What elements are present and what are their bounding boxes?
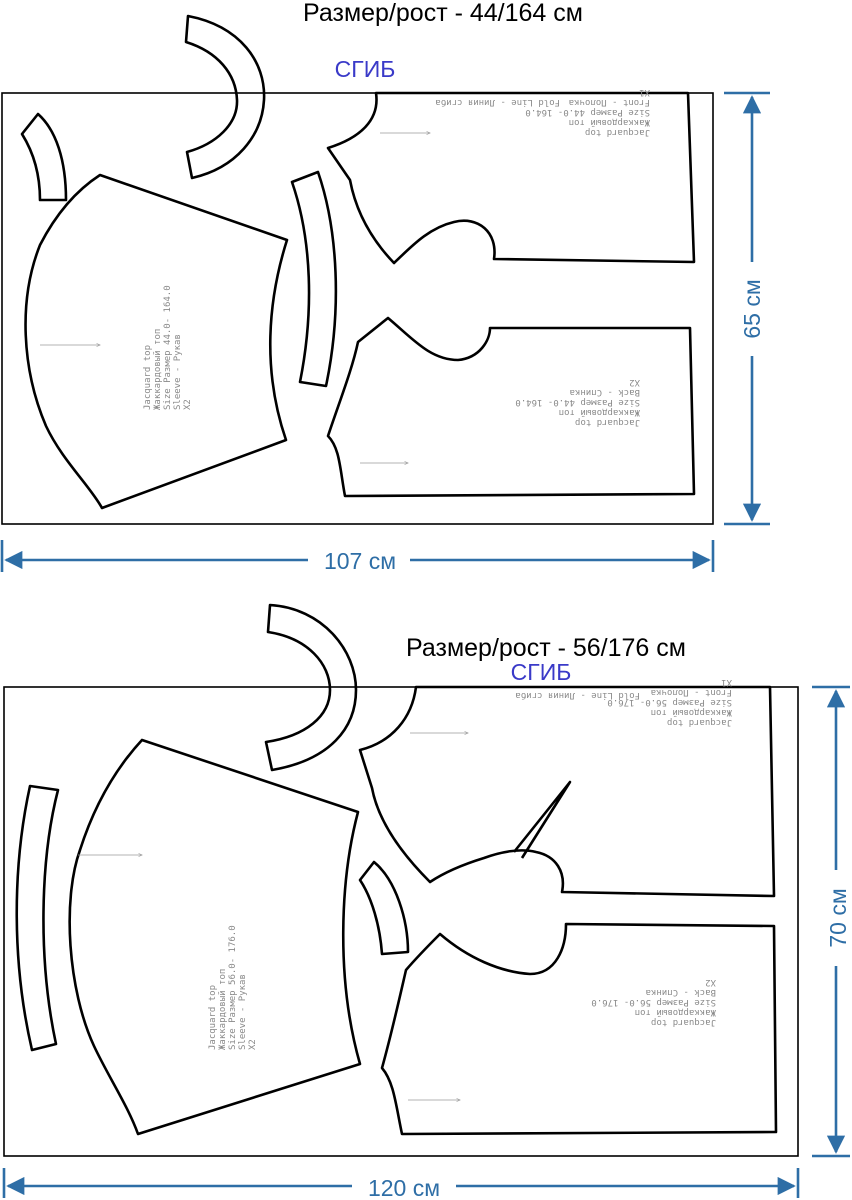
fold-line-text: Fold Line - Линия сгиба bbox=[435, 97, 560, 108]
fold-label: СГИБ bbox=[511, 659, 572, 685]
fabric-sheet bbox=[3, 686, 799, 1157]
svg-text:Jacquard top: Jacquard top bbox=[575, 417, 640, 427]
layout-size-56: Размер/рост - 56/176 см СГИБ Jacquard to… bbox=[2, 603, 851, 1200]
svg-text:Size Размер 44.0- 164.0: Size Размер 44.0- 164.0 bbox=[163, 285, 173, 410]
svg-text:Size Размер 56.0- 176.0: Size Размер 56.0- 176.0 bbox=[228, 925, 238, 1050]
layout-size-44: Размер/рост - 44/164 см СГИБ Jacquard to… bbox=[0, 0, 770, 574]
layout-title: Размер/рост - 56/176 см bbox=[406, 634, 686, 662]
waistband-piece bbox=[15, 784, 60, 1052]
sleeve-piece bbox=[24, 173, 289, 510]
back-label: Jacquard top Жаккардовый топ Size Размер… bbox=[515, 377, 640, 427]
svg-text:Жаккардовый топ: Жаккардовый топ bbox=[569, 117, 650, 127]
svg-text:Front - Полочка: Front - Полочка bbox=[569, 97, 650, 107]
fold-label: СГИБ bbox=[335, 56, 396, 82]
back-piece bbox=[380, 922, 778, 1136]
svg-text:Size Размер 44.0- 164.0: Size Размер 44.0- 164.0 bbox=[515, 397, 640, 407]
back-piece bbox=[326, 316, 696, 498]
svg-text:Jacquard top: Jacquard top bbox=[585, 127, 650, 137]
svg-text:Front - Полочка: Front - Полочка bbox=[651, 687, 732, 697]
svg-text:Size Размер 56.0- 176.0: Size Размер 56.0- 176.0 bbox=[591, 997, 716, 1007]
neck-binding-piece bbox=[264, 603, 358, 772]
sleeve-label: Jacquard top Жаккардовый топ Size Размер… bbox=[143, 285, 193, 410]
svg-text:Жаккардовый топ: Жаккардовый топ bbox=[218, 969, 228, 1050]
svg-text:Жаккардовый топ: Жаккардовый топ bbox=[651, 707, 732, 717]
sleeve-piece bbox=[68, 738, 362, 1136]
svg-text:Жаккардовый топ: Жаккардовый топ bbox=[153, 329, 163, 410]
svg-text:Jacquard top: Jacquard top bbox=[143, 345, 153, 410]
front-piece bbox=[358, 685, 776, 898]
svg-text:Size Размер 56.0- 176.0: Size Размер 56.0- 176.0 bbox=[607, 697, 732, 707]
svg-text:X1: X1 bbox=[639, 87, 650, 97]
svg-text:X2: X2 bbox=[248, 1039, 258, 1050]
height-dimension-label: 65 см bbox=[739, 279, 765, 338]
back-label: Jacquard top Жаккардовый топ Size Размер… bbox=[591, 977, 716, 1027]
svg-text:Back - Спинка: Back - Спинка bbox=[570, 387, 640, 397]
armhole-facing-piece bbox=[20, 112, 68, 202]
svg-text:Жаккардовый топ: Жаккардовый топ bbox=[559, 407, 640, 417]
layout-title: Размер/рост - 44/164 см bbox=[303, 0, 583, 27]
svg-text:Jacquard top: Jacquard top bbox=[651, 1017, 716, 1027]
svg-text:X2: X2 bbox=[629, 377, 640, 387]
front-piece bbox=[326, 91, 696, 265]
width-dimension-label: 107 см bbox=[324, 548, 396, 574]
neck-binding-piece bbox=[184, 14, 266, 180]
svg-text:Sleeve - Рукав: Sleeve - Рукав bbox=[173, 334, 183, 410]
fabric-sheet bbox=[1, 92, 714, 525]
front-label: Jacquard top Жаккардовый топ Size Размер… bbox=[525, 87, 650, 137]
svg-text:X2: X2 bbox=[183, 399, 193, 410]
front-label: Jacquard top Жаккардовый топ Size Размер… bbox=[607, 677, 732, 727]
waistband-piece bbox=[290, 170, 338, 388]
svg-text:X2: X2 bbox=[705, 977, 716, 987]
height-dimension-label: 70 см bbox=[825, 888, 851, 947]
front-dart bbox=[512, 780, 572, 859]
svg-text:Jacquard top: Jacquard top bbox=[667, 717, 732, 727]
armhole-facing-piece bbox=[358, 860, 410, 956]
svg-text:Back - Спинка: Back - Спинка bbox=[646, 987, 716, 997]
svg-text:X1: X1 bbox=[721, 677, 732, 687]
svg-text:Sleeve - Рукав: Sleeve - Рукав bbox=[238, 974, 248, 1050]
svg-text:Size Размер 44.0- 164.0: Size Размер 44.0- 164.0 bbox=[525, 107, 650, 117]
fold-line-text: Fold Line - Линия сгиба bbox=[515, 690, 640, 701]
width-dimension-label: 120 см bbox=[368, 1175, 440, 1200]
svg-text:Жаккардовый топ: Жаккардовый топ bbox=[635, 1007, 716, 1017]
svg-text:Jacquard top: Jacquard top bbox=[208, 985, 218, 1050]
sleeve-label: Jacquard top Жаккардовый топ Size Размер… bbox=[208, 925, 258, 1050]
